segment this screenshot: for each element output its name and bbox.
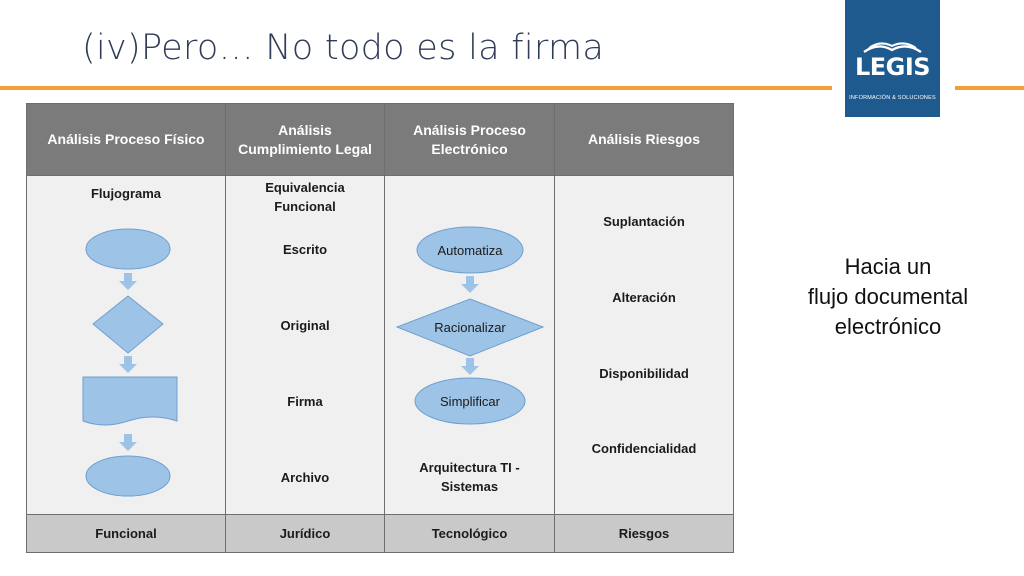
step-automatiza-label: Automatiza xyxy=(437,243,503,258)
flow-arrow-icon xyxy=(461,358,479,375)
title-underline-left xyxy=(0,86,832,90)
risk-item: Alteración xyxy=(612,290,676,305)
cell-proceso-fisico: Flujograma xyxy=(26,175,226,515)
flujograma-diagram xyxy=(82,228,178,497)
header-proceso-electronico: Análisis Proceso Electrónico xyxy=(384,103,555,176)
step-automatiza-shape xyxy=(416,226,524,274)
header-proceso-fisico: Análisis Proceso Físico xyxy=(26,103,226,176)
step-racionalizar-shape xyxy=(395,298,545,357)
flow-arrow-icon xyxy=(119,273,137,290)
side-caption: Hacia un flujo documental electrónico xyxy=(778,252,998,342)
legal-item: Escrito xyxy=(282,242,328,257)
cell-riesgos: Suplantación Alteración Disponibilidad C… xyxy=(554,175,734,515)
step-simplificar-label: Simplificar xyxy=(440,394,501,409)
analysis-table: Análisis Proceso Físico Análisis Cumplim… xyxy=(26,103,734,553)
footer-juridico: Jurídico xyxy=(225,514,385,553)
legal-item: Original xyxy=(280,318,330,333)
cell-cumplimiento-legal: Equivalencia Funcional Escrito Original … xyxy=(225,175,385,515)
flow-oval-start xyxy=(85,228,171,270)
book-pages-icon xyxy=(863,42,922,54)
side-caption-line: Hacia un xyxy=(844,254,932,279)
side-caption-line: electrónico xyxy=(834,313,942,339)
legis-logo: LEGIS INFORMACIÓN & SOLUCIONES xyxy=(845,0,940,117)
legal-item: Firma xyxy=(287,394,323,409)
footer-tecnologico: Tecnológico xyxy=(384,514,555,553)
flow-oval-end xyxy=(85,455,171,497)
logo-tagline: INFORMACIÓN & SOLUCIONES xyxy=(849,95,936,101)
side-caption-line: flujo documental xyxy=(807,283,969,309)
logo-wordmark: LEGIS xyxy=(854,53,931,81)
flow-arrow-icon xyxy=(461,276,479,293)
header-riesgos: Análisis Riesgos xyxy=(554,103,734,176)
flow-arrow-icon xyxy=(119,356,137,373)
legal-item: Archivo xyxy=(280,470,330,485)
arquitectura-ti-note: Arquitectura TI - Sistemas xyxy=(419,460,520,494)
slide-title: (iv)Pero… No todo es la firma xyxy=(82,28,605,68)
header-cumplimiento-legal: Análisis Cumplimiento Legal xyxy=(225,103,385,176)
step-racionalizar-label: Racionalizar xyxy=(434,320,506,335)
flow-arrow-icon xyxy=(119,434,137,451)
risk-item: Confidencialidad xyxy=(591,441,697,456)
flow-diamond xyxy=(92,295,164,354)
footer-funcional: Funcional xyxy=(26,514,226,553)
flow-document xyxy=(82,376,178,426)
footer-riesgos: Riesgos xyxy=(554,514,734,553)
risk-item: Disponibilidad xyxy=(599,366,689,381)
flujograma-label: Flujograma xyxy=(90,186,162,201)
step-simplificar-shape xyxy=(414,377,526,425)
cell-proceso-electronico: Automatiza Racionalizar Simplificar Arqu… xyxy=(384,175,555,515)
electronic-process-diagram: Automatiza Racionalizar Simplificar xyxy=(395,226,545,425)
title-underline-right xyxy=(955,86,1024,90)
risk-item: Suplantación xyxy=(603,214,685,229)
legal-item: Equivalencia Funcional xyxy=(265,180,345,214)
